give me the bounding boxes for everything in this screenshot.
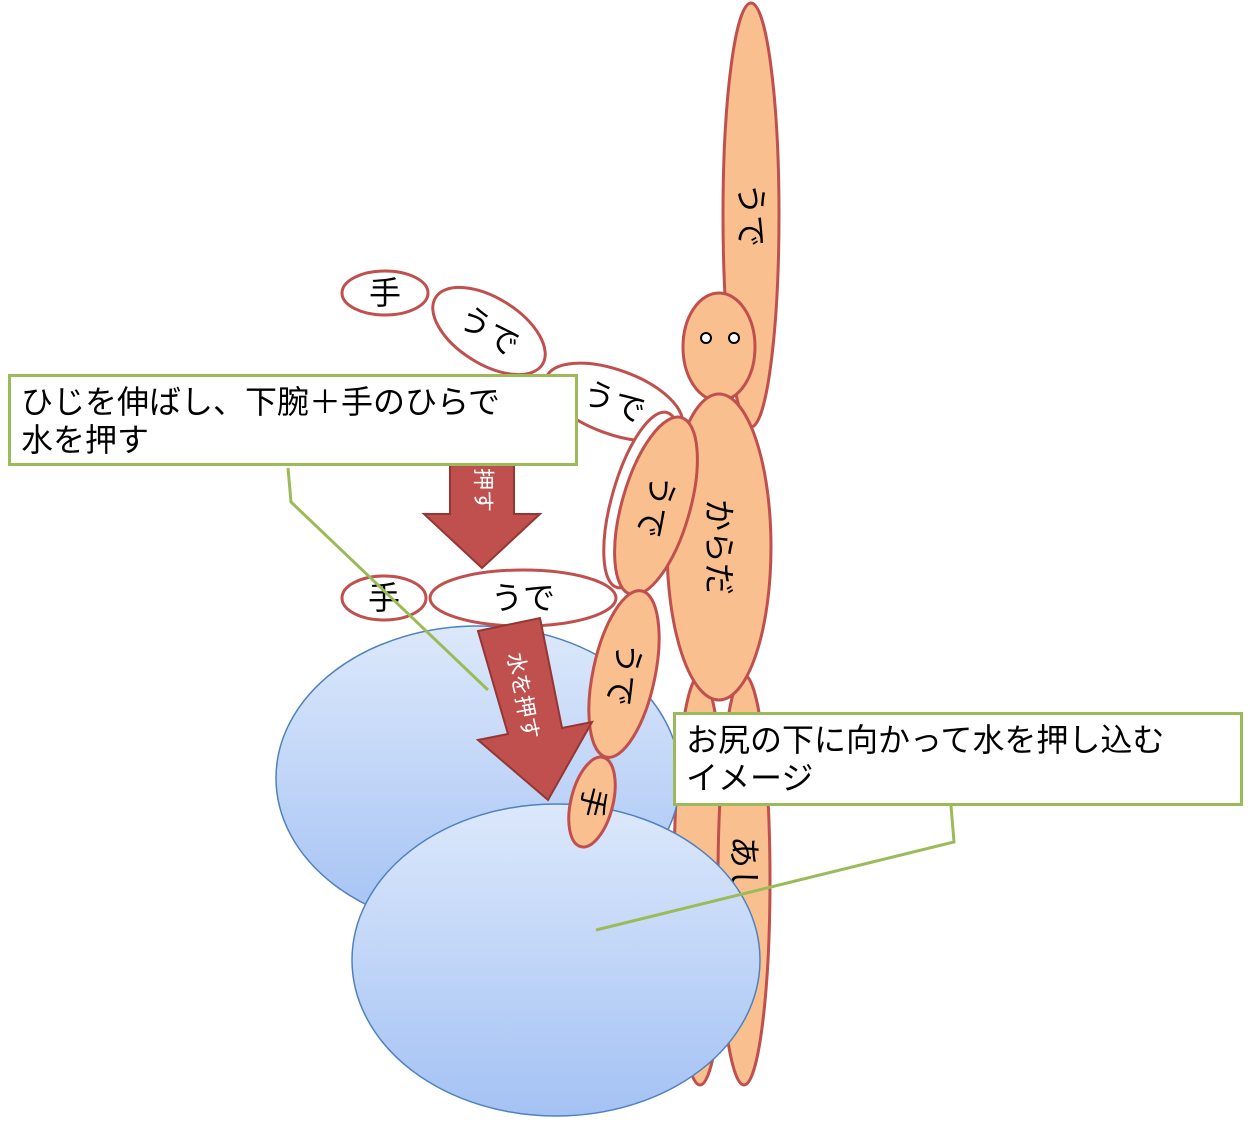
top-callout-line1: ひじを伸ばし、下腕＋手のひらで	[21, 383, 501, 421]
bottom-callout: お尻の下に向かって水を押し込む イメージ	[673, 712, 1243, 806]
middle-arm-outline: 手 うで	[340, 568, 618, 628]
bottom-callout-line2: イメージ	[686, 759, 814, 797]
lower-upperarm: うで	[587, 589, 661, 759]
push-arrow-water: 水を押す	[475, 616, 594, 802]
upper-hand-label: 手	[369, 274, 401, 312]
bottom-callout-line1: お尻の下に向かって水を押し込む	[686, 721, 1165, 759]
head	[681, 291, 757, 403]
top-callout-line2: 水を押す	[21, 421, 150, 459]
mid-hand-label: 手	[368, 579, 400, 617]
top-callout-leader	[286, 467, 490, 692]
push-arrow-small-label: 押す	[470, 468, 495, 512]
top-callout: ひじを伸ばし、下腕＋手のひらで 水を押す	[8, 374, 578, 466]
lower-hand: 手	[567, 755, 617, 849]
raised-arm-label: うで	[732, 183, 770, 247]
right-eye	[728, 332, 740, 344]
water-blob-front	[351, 803, 761, 1117]
push-arrow-small: 押す	[421, 461, 543, 570]
mid-forearm-label: うで	[491, 579, 555, 617]
upper-arm-outline: 手 うで うで	[340, 269, 685, 443]
left-eye	[700, 332, 712, 344]
side-upperarm: うで	[613, 415, 699, 597]
bottom-callout-leader	[595, 805, 956, 932]
torso-label: からだ	[700, 499, 738, 595]
